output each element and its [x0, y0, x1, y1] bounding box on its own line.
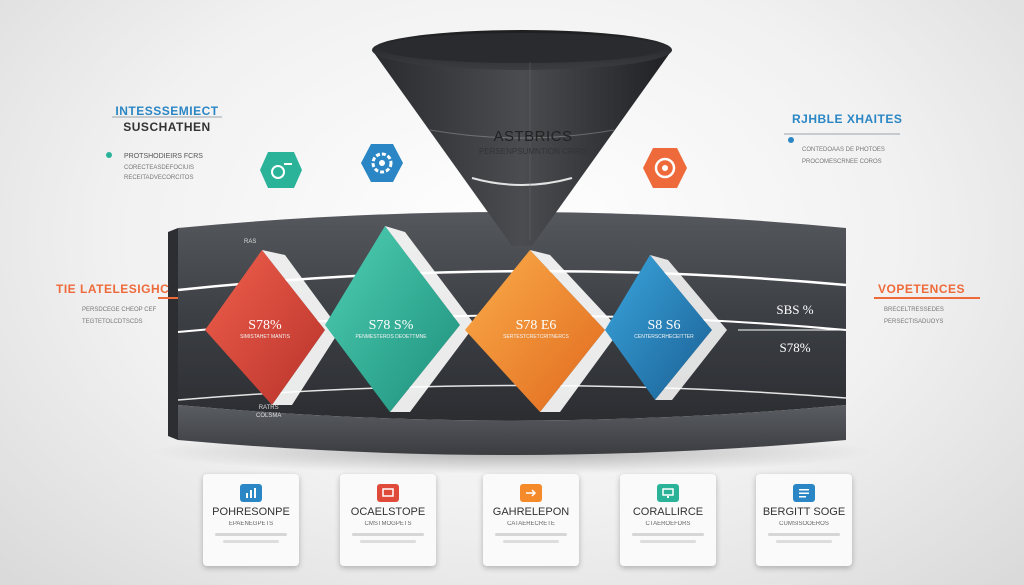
card-4-sub: CTAEROEFDRS	[645, 521, 691, 527]
stage-diamond-teal	[325, 226, 475, 412]
arrow-icon	[520, 484, 542, 502]
left-top-bullet	[106, 152, 112, 158]
card-1-line	[215, 533, 287, 536]
card-3-line2	[503, 540, 559, 543]
funnel-shape	[372, 30, 672, 246]
band-lower-front	[178, 405, 846, 455]
lines-icon	[793, 484, 815, 502]
card-1-line2	[223, 540, 279, 543]
stage-3-value: S78 E6	[515, 318, 557, 333]
target-icon	[643, 148, 687, 188]
band-label-bottom: RATRS COLSMA	[256, 405, 282, 419]
card-3-sub: CATAERECRETE	[507, 521, 555, 527]
card-4-title: CORALLIRCE	[632, 506, 704, 518]
card-5: BERGITT SOGE CUMSISOOEROS	[756, 474, 852, 566]
card-5-title: BERGITT SOGE	[762, 506, 846, 518]
stage-diamond-orange	[465, 250, 620, 412]
monitor-icon	[657, 484, 679, 502]
right-top-line2: PROCOMESCRNEE COROS	[802, 159, 882, 165]
stage-diamond-red	[205, 250, 340, 405]
card-2-sub: CMSTMOGPETS	[364, 521, 412, 527]
card-1-sub: EPAENEGPETS	[228, 521, 274, 527]
stage-1-value: S78%	[248, 318, 282, 333]
band-label-top: RAS	[244, 239, 257, 245]
right-mid-line2: PERSECTISADUOYS	[884, 319, 944, 325]
stage-2-value: S78 S%	[368, 318, 414, 333]
screen-icon	[377, 484, 399, 502]
card-2: OCAELSTOPE CMSTMOGPETS	[340, 474, 436, 566]
card-1-title: POHRESONPE	[212, 506, 290, 518]
right-top-bullet	[788, 137, 794, 143]
card-2-line2	[360, 540, 416, 543]
stage-1-sub: SIMISTAHET MANTIS	[240, 334, 290, 340]
card-1: POHRESONPE EPAENEGPETS	[203, 474, 299, 566]
right-mid-title: VOPETENCES	[878, 282, 966, 296]
gear-icon	[361, 144, 403, 182]
stage-diamond-blue	[605, 255, 727, 400]
card-4-line	[632, 533, 704, 536]
right-stat-1: SBS %	[776, 302, 814, 317]
right-top-title: RJHBLE XHAITES	[792, 112, 903, 126]
stage-4-sub: CENTERSCRHECEITTER	[634, 334, 694, 340]
left-top-title-line1: INTESSSEMIECT	[115, 104, 219, 118]
left-top-title-line2: SUSCHATHEN	[123, 120, 211, 134]
stage-3-sub: SERTESTCRETCRITNERCS	[503, 334, 569, 340]
band-left-cap	[168, 228, 178, 440]
left-mid-line2: TEGTETOLCDTSCDS	[82, 319, 143, 325]
stage-3: S78 E6 SERTESTCRETCRITNERCS	[490, 318, 582, 340]
left-mid-title: TIE LATELESIGHC	[56, 282, 170, 296]
left-top-title: INTESSSEMIECT	[107, 104, 227, 118]
stage-1: S78% SIMISTAHET MANTIS	[226, 318, 304, 340]
card-2-line	[352, 533, 424, 536]
card-4: CORALLIRCE CTAEROEFDRS	[620, 474, 716, 566]
right-stat-2: S78%	[779, 340, 811, 355]
card-3: GAHRELEPON CATAERECRETE	[483, 474, 579, 566]
card-4-line2	[640, 540, 696, 543]
left-top-line3: RECEITADVECORCITOS	[124, 175, 194, 181]
card-3-title: GAHRELEPON	[492, 506, 570, 518]
left-top-line2: CORECTEASDEFOCIUIS	[124, 165, 195, 171]
stage-4: S8 S6 CENTERSCRHECEITTER	[622, 318, 706, 340]
stage-2: S78 S% PENMESTEROS DEOETTMNE	[345, 318, 437, 340]
stage-4-value: S8 S6	[647, 318, 681, 333]
left-top-title-2: SUSCHATHEN	[107, 120, 227, 134]
card-2-title: OCAELSTOPE	[350, 506, 426, 518]
right-top-line1: CONTEDOAAS DE PHOTOES	[802, 147, 885, 153]
card-3-line	[495, 533, 567, 536]
card-5-line	[768, 533, 840, 536]
stage-2-sub: PENMESTEROS DEOETTMNE	[355, 334, 427, 340]
left-top-line1: PROTSHODIEIRS FCRS	[124, 153, 203, 160]
chart-icon	[240, 484, 262, 502]
funnel-title: ASTBRICS	[493, 128, 573, 145]
left-mid-line1: PERSDCEGE CHEOP CEF	[82, 307, 157, 313]
chat-icon	[260, 152, 302, 188]
card-5-sub: CUMSISOOEROS	[779, 521, 829, 527]
funnel-subtitle: PERSENPSUMNTION CRIRS	[478, 147, 587, 156]
right-mid-line1: BRECELTRESSEDES	[884, 307, 944, 313]
card-5-line2	[776, 540, 832, 543]
